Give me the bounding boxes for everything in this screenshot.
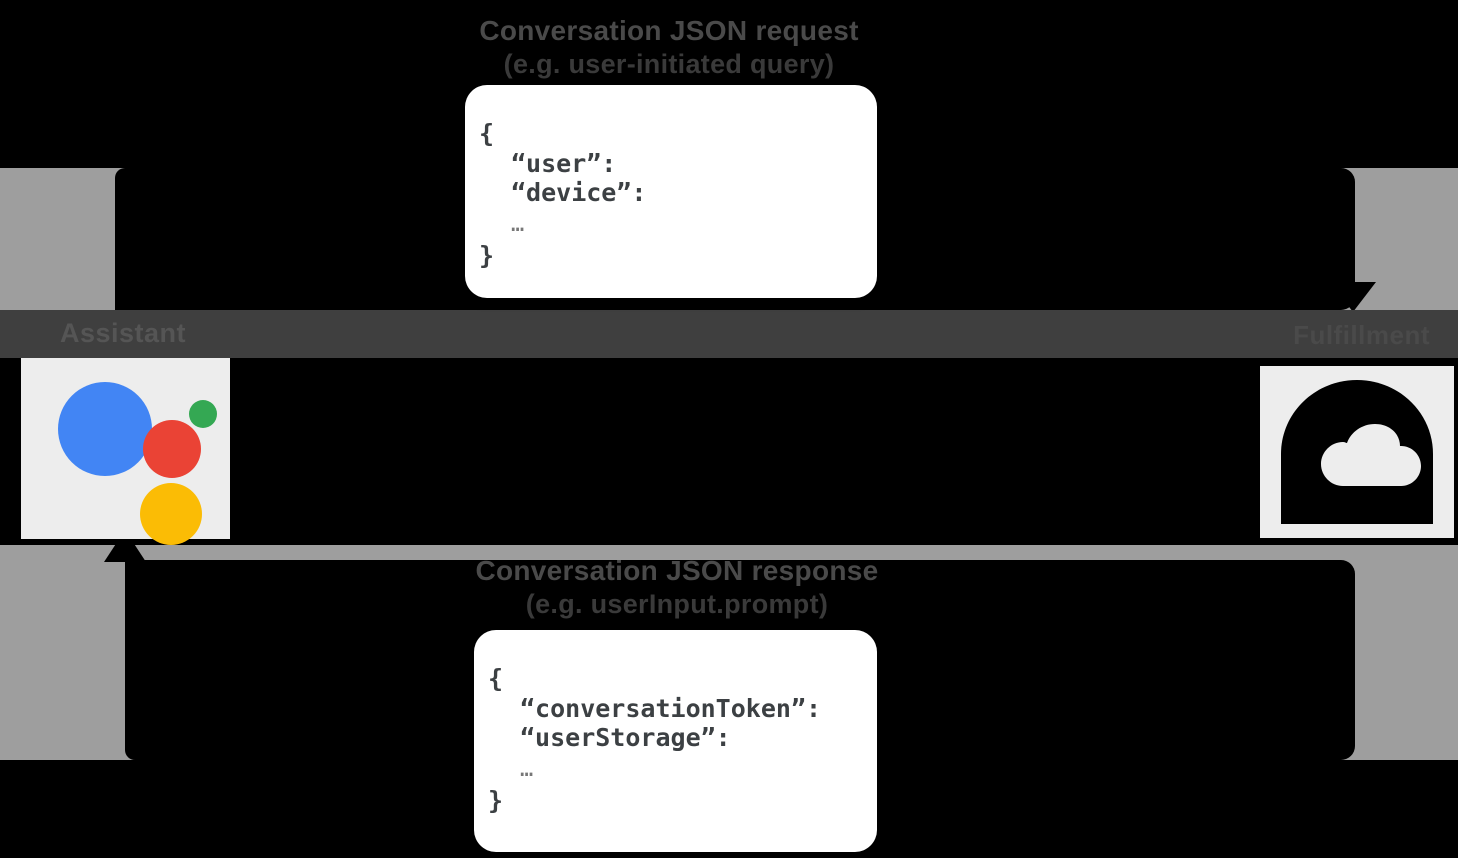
request-arrow-head-icon [1330,282,1376,312]
request-json-field-user: “user”: [511,148,617,178]
request-caption-line2: (e.g. user-initiated query) [503,49,835,80]
assistant-red-dot-icon [143,420,201,478]
assistant-yellow-dot-icon [140,483,202,545]
response-json-ellipsis: … [520,756,534,782]
response-json-open-brace: { [488,664,504,693]
node-label-strip [0,310,1458,358]
request-caption: Conversation JSON request (e.g. user-ini… [369,14,969,81]
response-caption-line1: Conversation JSON response [475,555,879,586]
response-caption-line2: (e.g. userInput.prompt) [525,589,829,620]
cloud-functions-icon [1281,380,1433,524]
request-caption-line1: Conversation JSON request [479,15,859,46]
response-caption: Conversation JSON response (e.g. userInp… [372,554,982,621]
request-json-callout: { “user”: “device”: … } [465,85,877,298]
request-json-ellipsis: … [511,211,525,237]
assistant-label: Assistant [60,318,187,348]
fulfillment-label: Fulfillment [1293,320,1430,350]
response-json-close-brace: } [488,785,504,815]
assistant-green-dot-icon [189,400,217,428]
response-json-callout: { “conversationToken”: “userStorage”: … … [474,630,877,852]
response-json-field-conversationtoken: “conversationToken”: [520,693,822,723]
request-json-field-device: “device”: [511,178,647,207]
request-json-open-brace: { [479,119,495,148]
request-json-close-brace: } [479,240,495,270]
assistant-blue-dot-icon [58,382,152,476]
fulfillment-node[interactable] [1260,366,1454,538]
assistant-node[interactable] [21,358,230,545]
response-json-field-userstorage: “userStorage”: [520,723,731,752]
